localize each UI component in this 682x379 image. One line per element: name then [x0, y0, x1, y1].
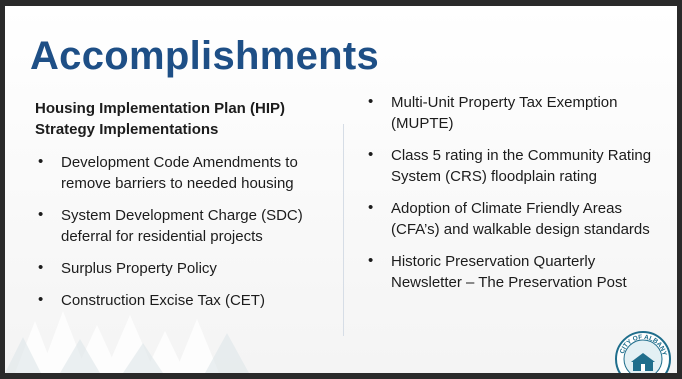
list-item: • Class 5 rating in the Community Rating … — [365, 145, 660, 187]
bullet-icon: • — [38, 153, 44, 170]
list-item: • Construction Excise Tax (CET) — [35, 290, 320, 311]
list-item: • Multi-Unit Property Tax Exemption (MUPT… — [365, 92, 660, 134]
list-item: • Adoption of Climate Friendly Areas (CFA… — [365, 198, 660, 240]
bullet-icon: • — [368, 93, 374, 110]
tree-silhouette-decoration — [5, 311, 249, 373]
right-column: • Multi-Unit Property Tax Exemption (MUPT… — [365, 92, 660, 304]
bullet-icon: • — [368, 199, 374, 216]
left-column-subheading: Housing Implementation Plan (HIP) Strate… — [35, 100, 286, 138]
list-item-text: Adoption of Climate Friendly Areas (CFA’… — [391, 200, 650, 238]
list-item-text: Development Code Amendments to remove ba… — [61, 154, 298, 192]
column-divider — [343, 124, 344, 336]
list-item-text: Historic Preservation Quarterly Newslett… — [391, 253, 627, 291]
left-bullet-list: • Development Code Amendments to remove b… — [35, 152, 320, 311]
list-item-text: Multi-Unit Property Tax Exemption (MUPTE… — [391, 94, 618, 132]
bullet-icon: • — [38, 291, 44, 308]
list-item-text: Construction Excise Tax (CET) — [61, 292, 265, 309]
list-item: • Historic Preservation Quarterly Newslet… — [365, 251, 660, 293]
list-item: • Development Code Amendments to remove b… — [35, 152, 320, 194]
city-seal-logo: CITY OF ALBANY — [615, 331, 671, 373]
bullet-icon: • — [38, 259, 44, 276]
left-column: Housing Implementation Plan (HIP) Strate… — [35, 98, 320, 322]
list-item-text: System Development Charge (SDC) deferral… — [61, 207, 303, 245]
slide-title: Accomplishments — [30, 34, 380, 78]
bullet-icon: • — [368, 252, 374, 269]
bullet-icon: • — [368, 146, 374, 163]
list-item-text: Class 5 rating in the Community Rating S… — [391, 147, 652, 185]
right-bullet-list: • Multi-Unit Property Tax Exemption (MUPT… — [365, 92, 660, 293]
list-item: • Surplus Property Policy — [35, 258, 320, 279]
bullet-icon: • — [38, 206, 44, 223]
slide: Accomplishments Housing Implementation P… — [5, 6, 677, 373]
list-item-text: Surplus Property Policy — [61, 260, 217, 277]
list-item: • System Development Charge (SDC) deferra… — [35, 205, 320, 247]
